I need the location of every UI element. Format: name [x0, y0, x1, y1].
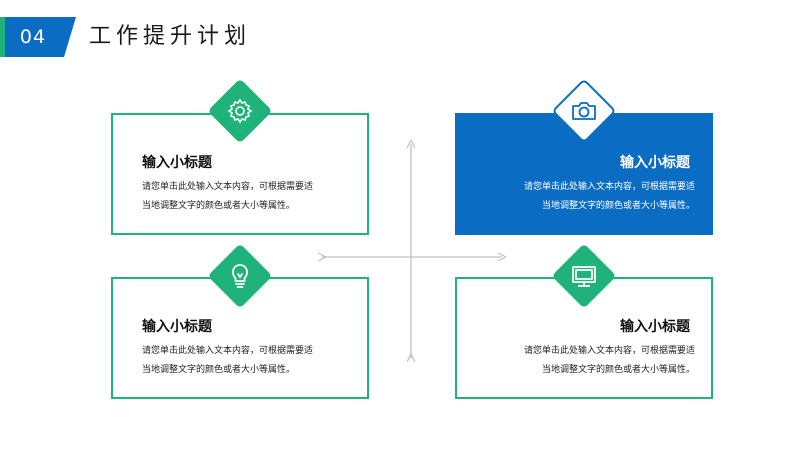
diamond-bottom-left [207, 243, 273, 309]
card-body-line-1: 请您单击此处输入文本内容，可根据需要适 [523, 182, 695, 192]
card-bottom-right[interactable]: 输入小标题 请您单击此处输入文本内容，可根据需要适 当地调整文字的颜色或者大小等… [455, 277, 713, 399]
camera-icon [572, 102, 596, 120]
card-title: 输入小标题 [142, 155, 212, 171]
card-body-line-1: 请您单击此处输入文本内容，可根据需要适 [142, 346, 314, 356]
lightbulb-icon [232, 264, 248, 288]
card-body: 请您单击此处输入文本内容，可根据需要适 当地调整文字的颜色或者大小等属性。 [475, 342, 695, 380]
card-title: 输入小标题 [620, 155, 690, 171]
section-number: 04 [19, 26, 47, 48]
card-body: 请您单击此处输入文本内容，可根据需要适 当地调整文字的颜色或者大小等属性。 [475, 178, 695, 216]
diamond-bottom-right [551, 243, 617, 309]
card-body-line-2: 当地调整文字的颜色或者大小等属性。 [541, 365, 695, 375]
diamond-top-left [207, 78, 273, 144]
page-title: 工作提升计划 [89, 24, 252, 49]
card-body-line-1: 请您单击此处输入文本内容，可根据需要适 [142, 182, 314, 192]
card-body-line-2: 当地调整文字的颜色或者大小等属性。 [541, 201, 695, 211]
card-body: 请您单击此处输入文本内容，可根据需要适 当地调整文字的颜色或者大小等属性。 [142, 178, 362, 216]
card-title: 输入小标题 [620, 319, 690, 335]
monitor-icon [572, 266, 596, 287]
card-body-line-1: 请您单击此处输入文本内容，可根据需要适 [523, 346, 695, 356]
card-title: 输入小标题 [142, 319, 212, 335]
card-body-line-2: 当地调整文字的颜色或者大小等属性。 [142, 365, 296, 375]
card-body-line-2: 当地调整文字的颜色或者大小等属性。 [142, 201, 296, 211]
diamond-top-right [551, 78, 617, 144]
card-body: 请您单击此处输入文本内容，可根据需要适 当地调整文字的颜色或者大小等属性。 [142, 342, 362, 380]
section-badge-shape [0, 17, 76, 57]
gear-icon [227, 98, 253, 124]
section-number-badge: 04 [0, 17, 76, 57]
